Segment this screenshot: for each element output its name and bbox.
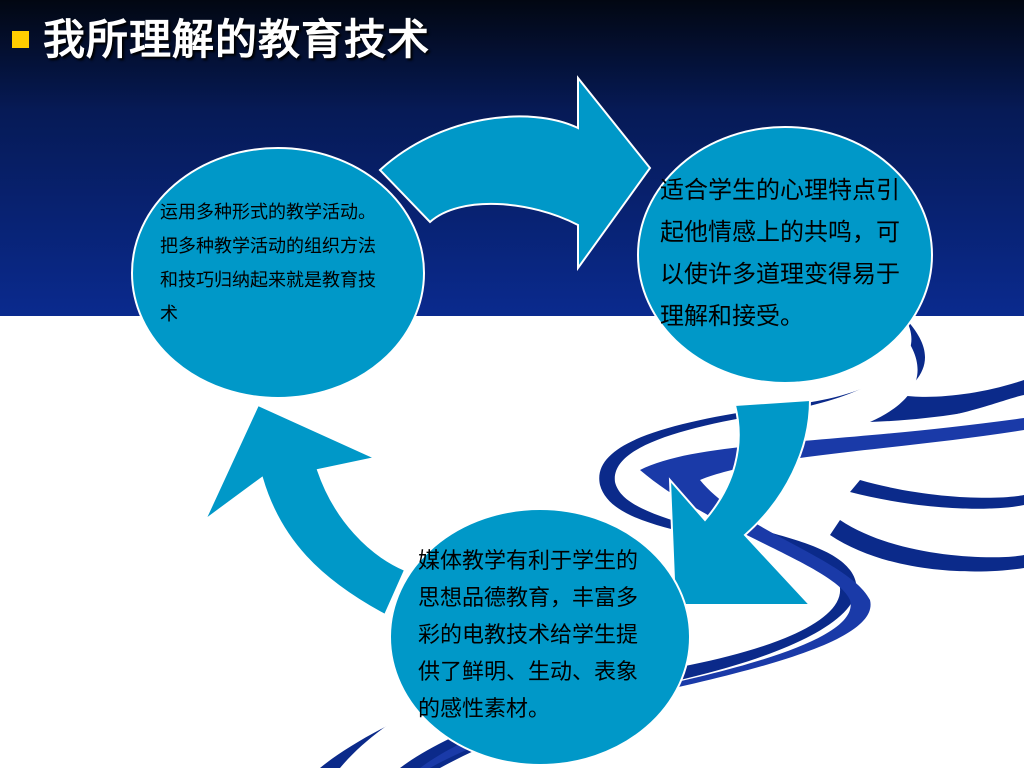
square-bullet-icon [12, 30, 29, 48]
slide-title-row: 我所理解的教育技术 [12, 8, 430, 64]
node-text-3: 媒体教学有利于学生的思想品德教育，丰富多彩的电教技术给学生提供了鲜明、生动、表象… [418, 549, 639, 722]
slide-title: 我所理解的教育技术 [43, 14, 431, 64]
node-circle-3 [389, 508, 691, 766]
road-edge-right [830, 520, 1024, 572]
road-edge-right-2 [850, 480, 1024, 509]
node-text-1: 运用多种形式的教学活动。把多种教学活动的组织方法和技巧归纳起来就是教育技术 [160, 202, 376, 325]
arrow-right-to-bottom [668, 398, 813, 606]
arrow-left-to-right [378, 75, 652, 272]
node-text-2: 适合学生的心理特点引起他情感上的共鸣，可以使许多道理变得易于理解和接受。 [660, 176, 900, 330]
road-inner-light [340, 330, 1024, 768]
node-circle-2 [637, 126, 933, 384]
arrow-bottom-to-left [204, 403, 407, 617]
node-circle-1 [131, 147, 425, 399]
